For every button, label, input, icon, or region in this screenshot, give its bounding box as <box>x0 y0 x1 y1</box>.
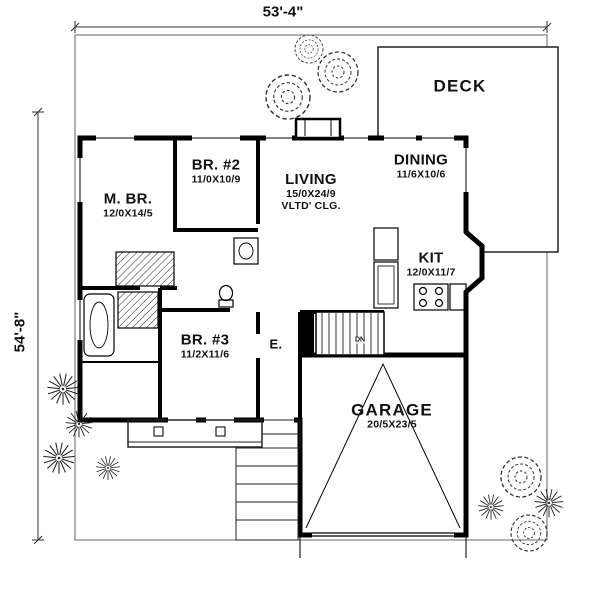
tree-icon <box>317 51 359 93</box>
room-dims: 11/6X10/6 <box>396 168 446 181</box>
stairs-dn-label: DN <box>353 336 367 344</box>
tree-icon <box>477 494 505 521</box>
room-dims: 11/0X10/9 <box>191 173 241 186</box>
room-label-garage: GARAGE 20/5X23/5 <box>351 401 433 432</box>
room-dims: 20/5X23/5 <box>367 418 417 431</box>
tree-icon <box>265 74 311 120</box>
dimension-width-label: 53'-4" <box>262 3 304 21</box>
dimension-height-label: 54'-8" <box>11 311 29 353</box>
room-name: LIVING <box>285 170 337 188</box>
room-name: M. BR. <box>103 190 153 208</box>
tree-icon <box>534 488 564 518</box>
room-dims: 12/0X11/7 <box>406 266 456 279</box>
room-note: VLTD' CLG. <box>281 199 341 212</box>
driveway <box>299 537 467 558</box>
fireplace <box>294 117 342 140</box>
room-label-kitchen: KIT 12/0X11/7 <box>406 249 456 280</box>
tree-icon <box>42 442 76 475</box>
room-name: DINING <box>393 151 449 169</box>
room-label-bedroom-2: BR. #2 11/0X10/9 <box>191 156 241 187</box>
room-name: BR. #3 <box>180 331 230 349</box>
porch <box>127 419 263 448</box>
room-name: E. <box>269 336 283 352</box>
room-label-deck: DECK <box>434 76 487 95</box>
stairs <box>302 311 385 356</box>
garage-roof-lines <box>305 362 461 529</box>
room-label-master-bedroom: M. BR. 12/0X14/5 <box>103 190 153 221</box>
room-label-dining: DINING 11/6X10/6 <box>393 151 449 182</box>
room-dims: 12/0X14/5 <box>103 207 153 220</box>
bathroom-fixtures <box>83 237 259 357</box>
room-label-living: LIVING 15/0X24/9 VLTD' CLG. <box>281 170 341 212</box>
room-name: GARAGE <box>351 400 433 420</box>
tree-icon <box>510 514 548 552</box>
room-dims: 11/2X11/6 <box>180 348 230 361</box>
tree-icon <box>95 455 121 481</box>
garage-door <box>312 530 454 539</box>
room-dims: 15/0X24/9 <box>286 187 336 200</box>
tree-icon <box>500 456 542 498</box>
dimension-left-line <box>32 107 44 545</box>
room-name: DECK <box>433 76 487 96</box>
walkway <box>235 447 299 541</box>
tree-icon <box>46 373 80 406</box>
dimension-top-line <box>70 21 552 33</box>
room-label-bedroom-3: BR. #3 11/2X11/6 <box>180 331 230 362</box>
kitchen-fixtures <box>373 227 467 311</box>
room-name: BR. #2 <box>191 156 241 174</box>
property-line <box>74 34 548 541</box>
room-label-entry: E. <box>269 336 283 353</box>
closet-hatching <box>115 251 175 329</box>
tree-icon <box>294 34 324 64</box>
room-name: KIT <box>418 249 444 267</box>
